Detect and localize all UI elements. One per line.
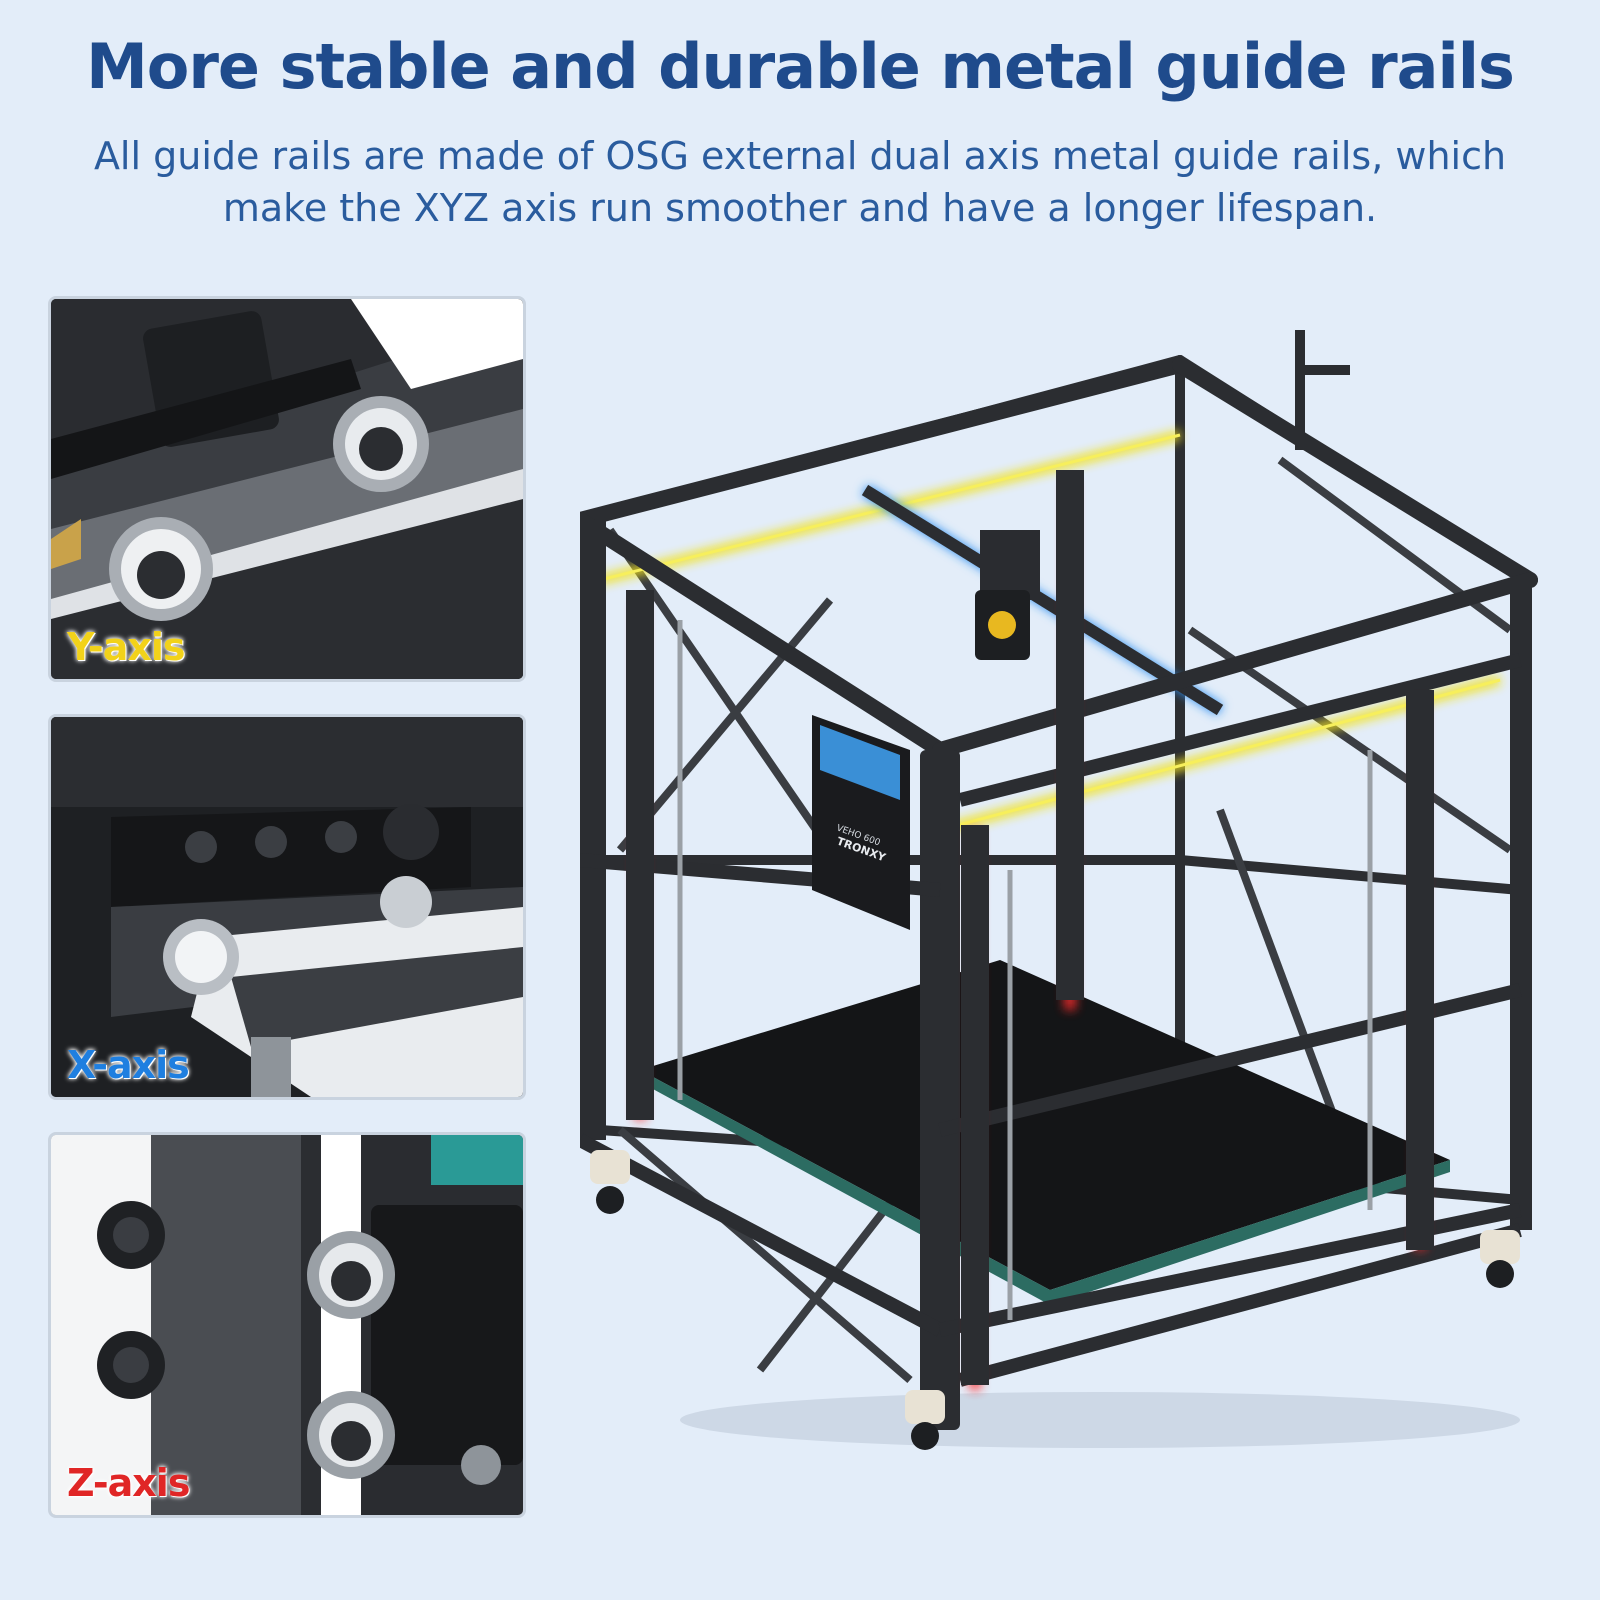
z-axis-detail-panel: Z-axis: [48, 1132, 526, 1518]
headline: More stable and durable metal guide rail…: [86, 30, 1515, 103]
y-axis-detail-image: [51, 299, 523, 679]
x-axis-detail-panel: X-axis: [48, 714, 526, 1100]
z-axis-detail-image: [51, 1135, 523, 1515]
printer-frame-illustration: VEHO 600 TRONXY: [580, 330, 1538, 1450]
subline: All guide rails are made of OSG external…: [93, 134, 1507, 230]
y-axis-label: Y-axis: [67, 625, 185, 669]
y-axis-detail-panel: Y-axis: [48, 296, 526, 682]
z-axis-label: Z-axis: [67, 1461, 190, 1505]
x-axis-label: X-axis: [67, 1043, 190, 1087]
x-axis-detail-image: [51, 717, 523, 1097]
